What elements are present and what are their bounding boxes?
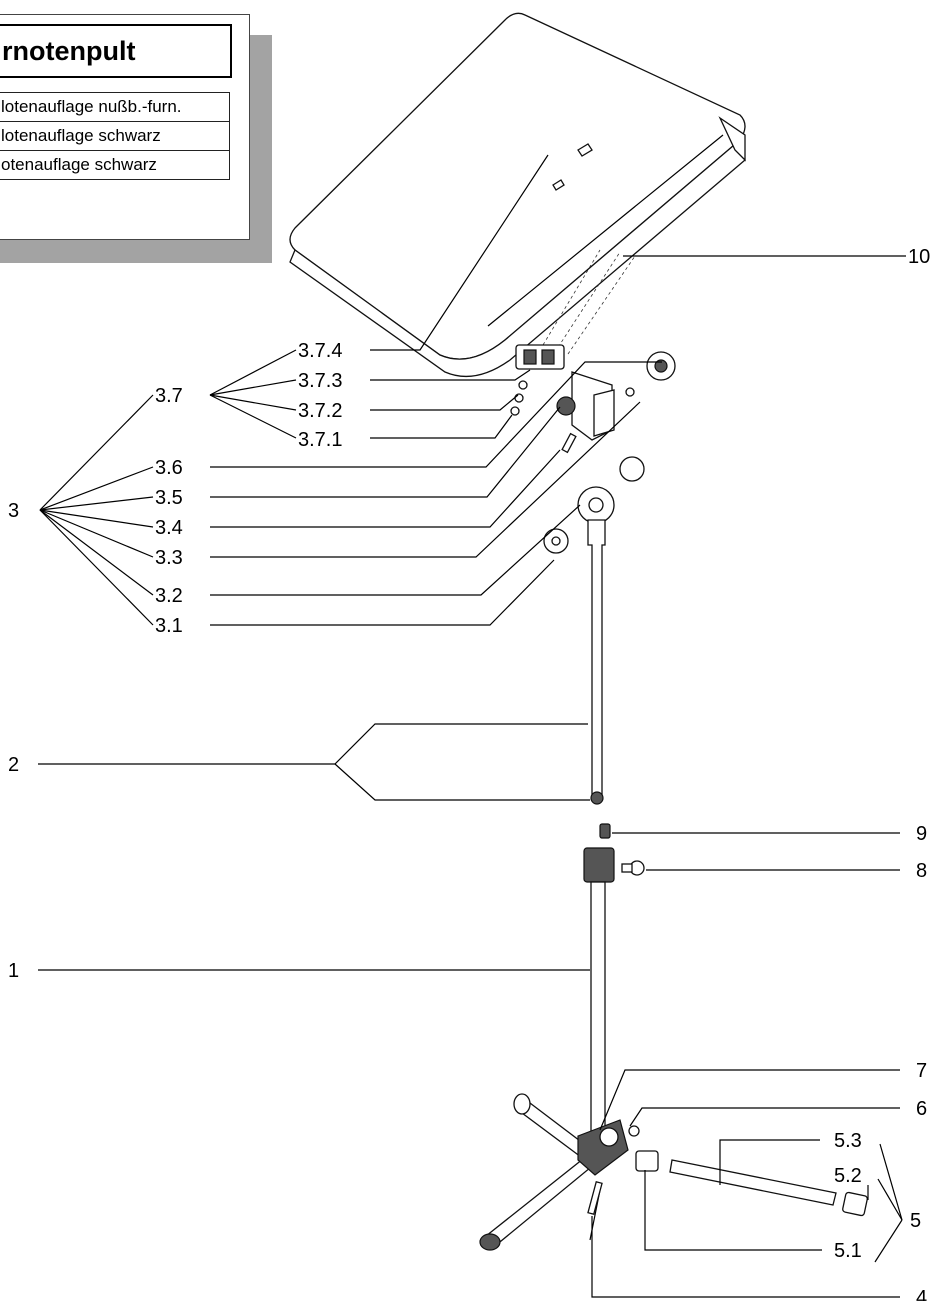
label-3-3: 3.3 [155,547,183,569]
lower-tube-part [583,847,615,1145]
variant-row-1: lotenauflage nußb.-furn. [0,93,229,122]
label-7: 7 [916,1060,927,1082]
label-10: 10 [908,246,930,268]
label-9: 9 [916,823,927,845]
upper-tube-part [587,519,606,805]
label-1: 1 [8,960,19,982]
label-3-7-3: 3.7.3 [298,370,342,392]
small-parts-9-8 [599,823,645,876]
label-5: 5 [910,1210,921,1232]
label-3-5: 3.5 [155,487,183,509]
part-labels: 10 3.7.4 3.7.3 3.7.2 3.7.1 3.7 3 3.6 3.5… [8,246,930,1301]
variant-table: lotenauflage nußb.-furn. lotenauflage sc… [0,92,230,180]
label-3-1: 3.1 [155,615,183,637]
label-3-4: 3.4 [155,517,183,539]
clamp-knob-parts [543,351,676,554]
screw-parts [510,380,635,454]
label-4: 4 [916,1287,927,1301]
label-3-7-4: 3.7.4 [298,340,342,362]
label-5-1: 5.1 [834,1240,862,1262]
label-3-7-2: 3.7.2 [298,400,342,422]
label-3-7-1: 3.7.1 [298,429,342,451]
label-6: 6 [916,1098,927,1120]
music-desk-part [289,12,746,378]
page-title: rnotenpult [2,35,136,66]
label-5-3: 5.3 [834,1130,862,1152]
label-3-2: 3.2 [155,585,183,607]
tripod-base-part [479,1093,868,1251]
label-3-7: 3.7 [155,385,183,407]
label-2: 2 [8,754,19,776]
variant-row-2: lotenauflage schwarz [0,122,229,151]
label-3: 3 [8,500,19,522]
leader-lines [38,154,906,1298]
label-3-6: 3.6 [155,457,183,479]
label-5-2: 5.2 [834,1165,862,1187]
desk-holder-part [515,344,615,441]
variant-row-3: otenauflage schwarz [1,155,157,174]
label-8: 8 [916,860,927,882]
title-box: rnotenpult [0,24,232,78]
